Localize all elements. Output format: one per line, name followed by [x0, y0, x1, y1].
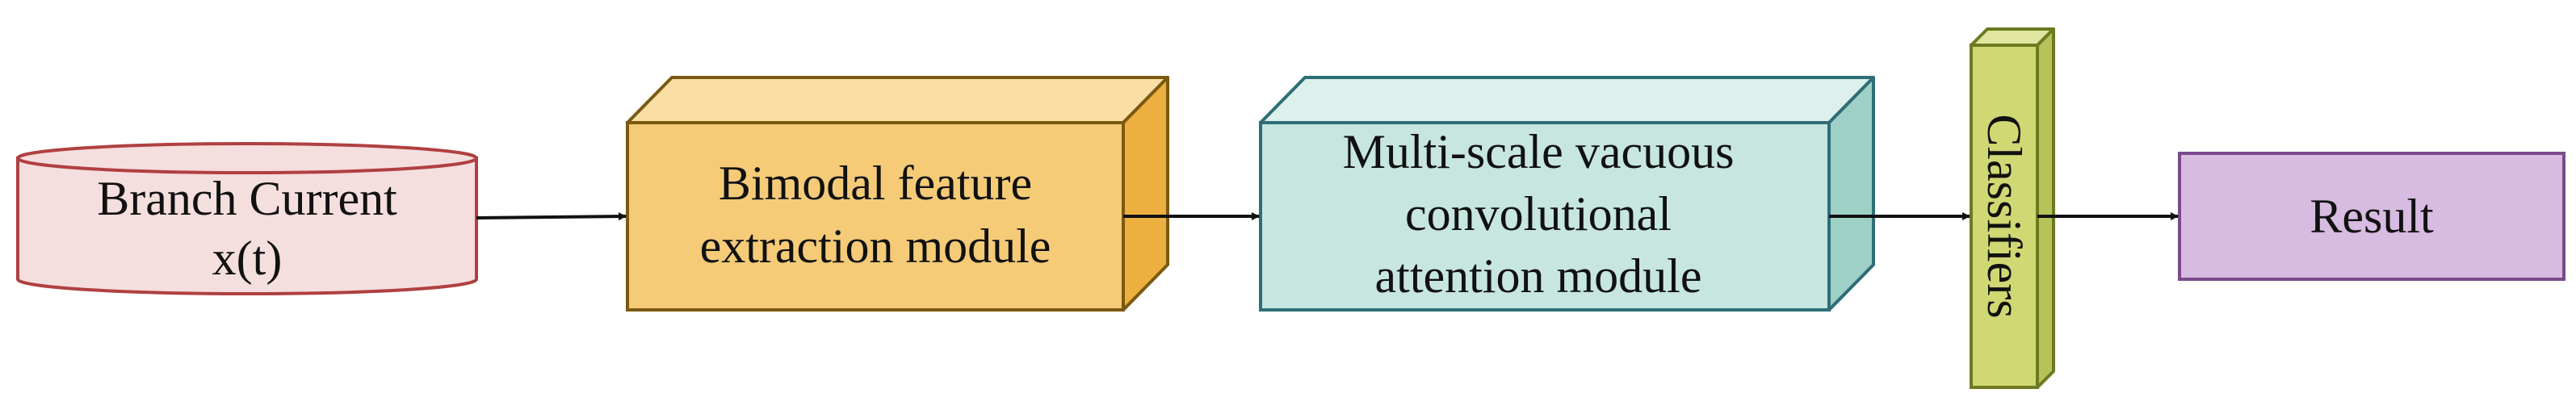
input-cylinder: Branch Current x(t): [16, 142, 478, 295]
multiscale-label-line3: attention module: [1375, 249, 1702, 303]
bimodal-label-line1: Bimodal feature: [719, 157, 1032, 210]
bimodal-box-front-face: [626, 121, 1125, 312]
input-cylinder-body: [16, 157, 478, 295]
bimodal-module-box: Bimodal feature extraction module: [626, 76, 1169, 312]
classifiers-box-front-face: [1970, 44, 2039, 389]
result-box: Result: [2178, 152, 2566, 281]
input-label-line1: Branch Current: [97, 172, 397, 225]
multiscale-label-line2: convolutional: [1405, 187, 1672, 240]
multiscale-box-front-face: [1259, 121, 1831, 312]
classifiers-box: Classifiers: [1970, 27, 2055, 389]
multiscale-box-top-face: [1259, 76, 1875, 124]
result-box-rect: [2178, 152, 2566, 281]
classifiers-label: Classifiers: [1978, 114, 2031, 318]
result-label: Result: [2310, 190, 2434, 243]
multiscale-module-box: Multi-scale vacuous convolutional attent…: [1259, 76, 1875, 312]
classifiers-box-side-face: [2036, 27, 2055, 389]
input-label-line2: x(t): [212, 232, 283, 285]
bimodal-box-top-face: [626, 76, 1169, 124]
input-cylinder-top: [16, 142, 478, 174]
multiscale-label-line1: Multi-scale vacuous: [1343, 125, 1735, 178]
bimodal-label-line2: extraction module: [700, 220, 1051, 273]
arrow-input-to-bimodal: [476, 212, 627, 221]
